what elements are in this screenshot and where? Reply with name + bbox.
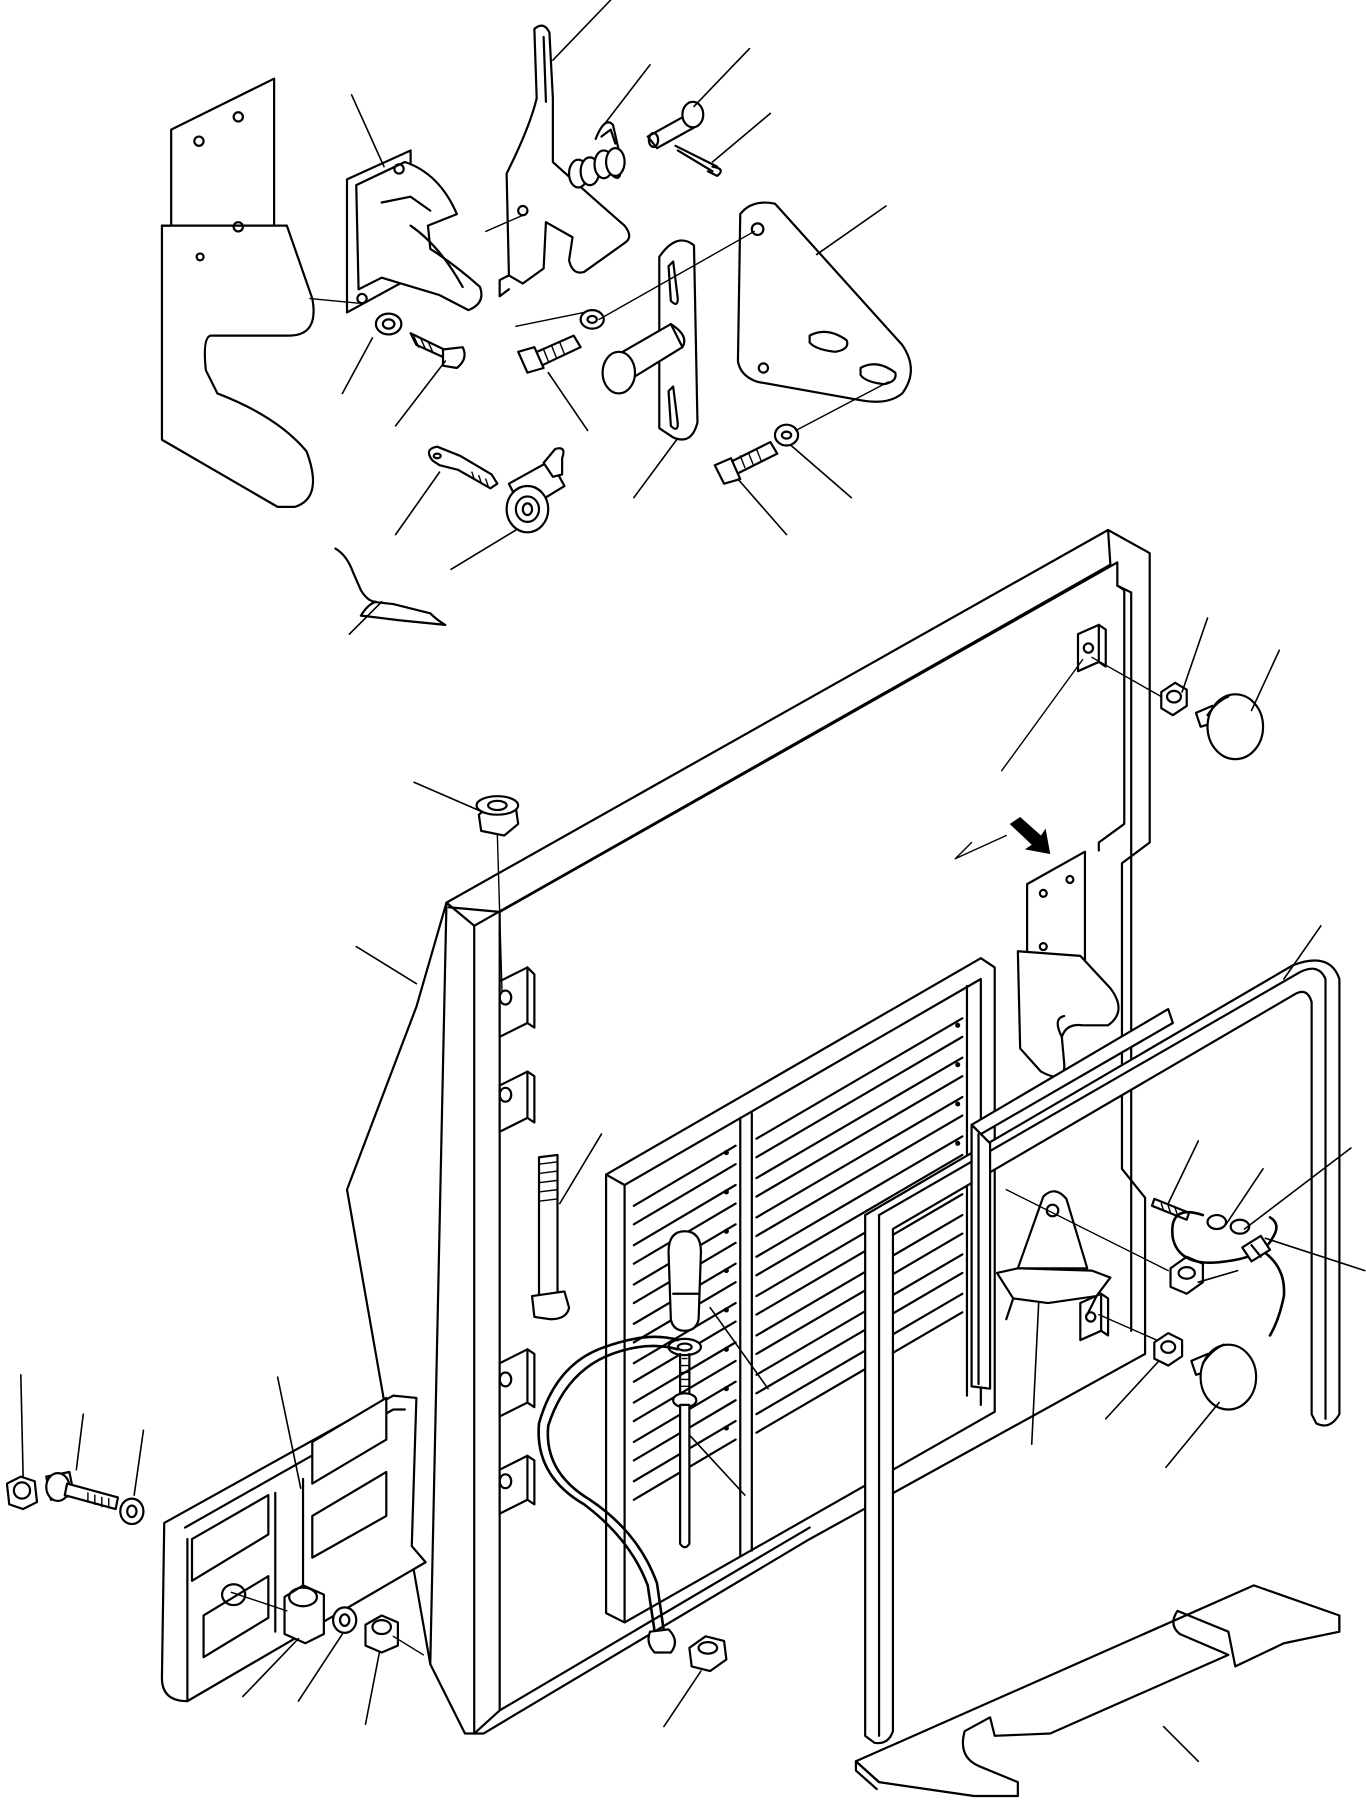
hinge-bushing — [285, 1585, 324, 1643]
lower-hinge-bracket — [500, 1349, 535, 1513]
check-wire-bolt — [1152, 1199, 1189, 1220]
pin-plate-hex-bolt — [518, 336, 580, 373]
louver-slats — [634, 1018, 962, 1499]
lock-key — [429, 447, 497, 489]
stay-bracket — [997, 1191, 1110, 1319]
triangle-plate-hex-bolt — [715, 442, 777, 484]
hinge-spacer-washer — [333, 1607, 356, 1632]
triangular-mounting-plate — [738, 203, 911, 402]
split-pin — [675, 146, 720, 176]
lock-cylinder — [507, 448, 565, 532]
latch-receiver-bracket — [162, 79, 314, 507]
striker-washer — [376, 314, 401, 335]
clevis-pin — [648, 102, 704, 148]
hinge-arm — [162, 1396, 426, 1702]
hinge-collar-nut — [366, 1615, 398, 1652]
upper-rubber-stopper — [1196, 694, 1263, 759]
door-catch-plate — [1018, 852, 1119, 1077]
upper-stopper-nut — [1161, 683, 1186, 715]
guard-frame — [865, 960, 1339, 1743]
hinge-arm-washer — [120, 1499, 143, 1524]
upper-hinge-nut — [477, 796, 519, 990]
louver-control-knob — [669, 1231, 701, 1395]
louver-grille — [606, 958, 995, 1622]
triangle-plate-washer — [775, 425, 798, 446]
striker-pin-plate — [603, 240, 698, 439]
striker-cap-screw — [411, 333, 465, 368]
check-wire-clip — [1242, 1236, 1270, 1261]
shim-plate — [856, 1585, 1339, 1796]
check-wire-rope — [1172, 1212, 1284, 1335]
pin-plate-washer — [581, 310, 604, 329]
main-leader-lines — [21, 618, 1365, 1761]
hinge-arm-nut — [7, 1477, 37, 1509]
ground-cable — [539, 1337, 678, 1653]
lower-stopper-nut — [1154, 1333, 1182, 1365]
view-direction-arrow-icon — [1009, 817, 1051, 855]
hinge-bolt — [532, 1155, 569, 1319]
assembly-brace — [335, 549, 445, 625]
louver-control-rod — [673, 1393, 696, 1547]
side-hinge-plate — [449, 907, 500, 912]
louver-pivots — [723, 1022, 961, 1431]
top-leader-lines — [310, 0, 888, 634]
latch-striker-plate — [347, 150, 481, 312]
check-wire-washer — [1208, 1215, 1250, 1234]
upper-hinge-bracket — [500, 967, 535, 1131]
cable-nut — [689, 1636, 726, 1671]
hinge-arm-cap-screw — [46, 1472, 118, 1509]
lower-rubber-stopper — [1191, 1345, 1256, 1410]
torsion-spring — [569, 122, 625, 187]
